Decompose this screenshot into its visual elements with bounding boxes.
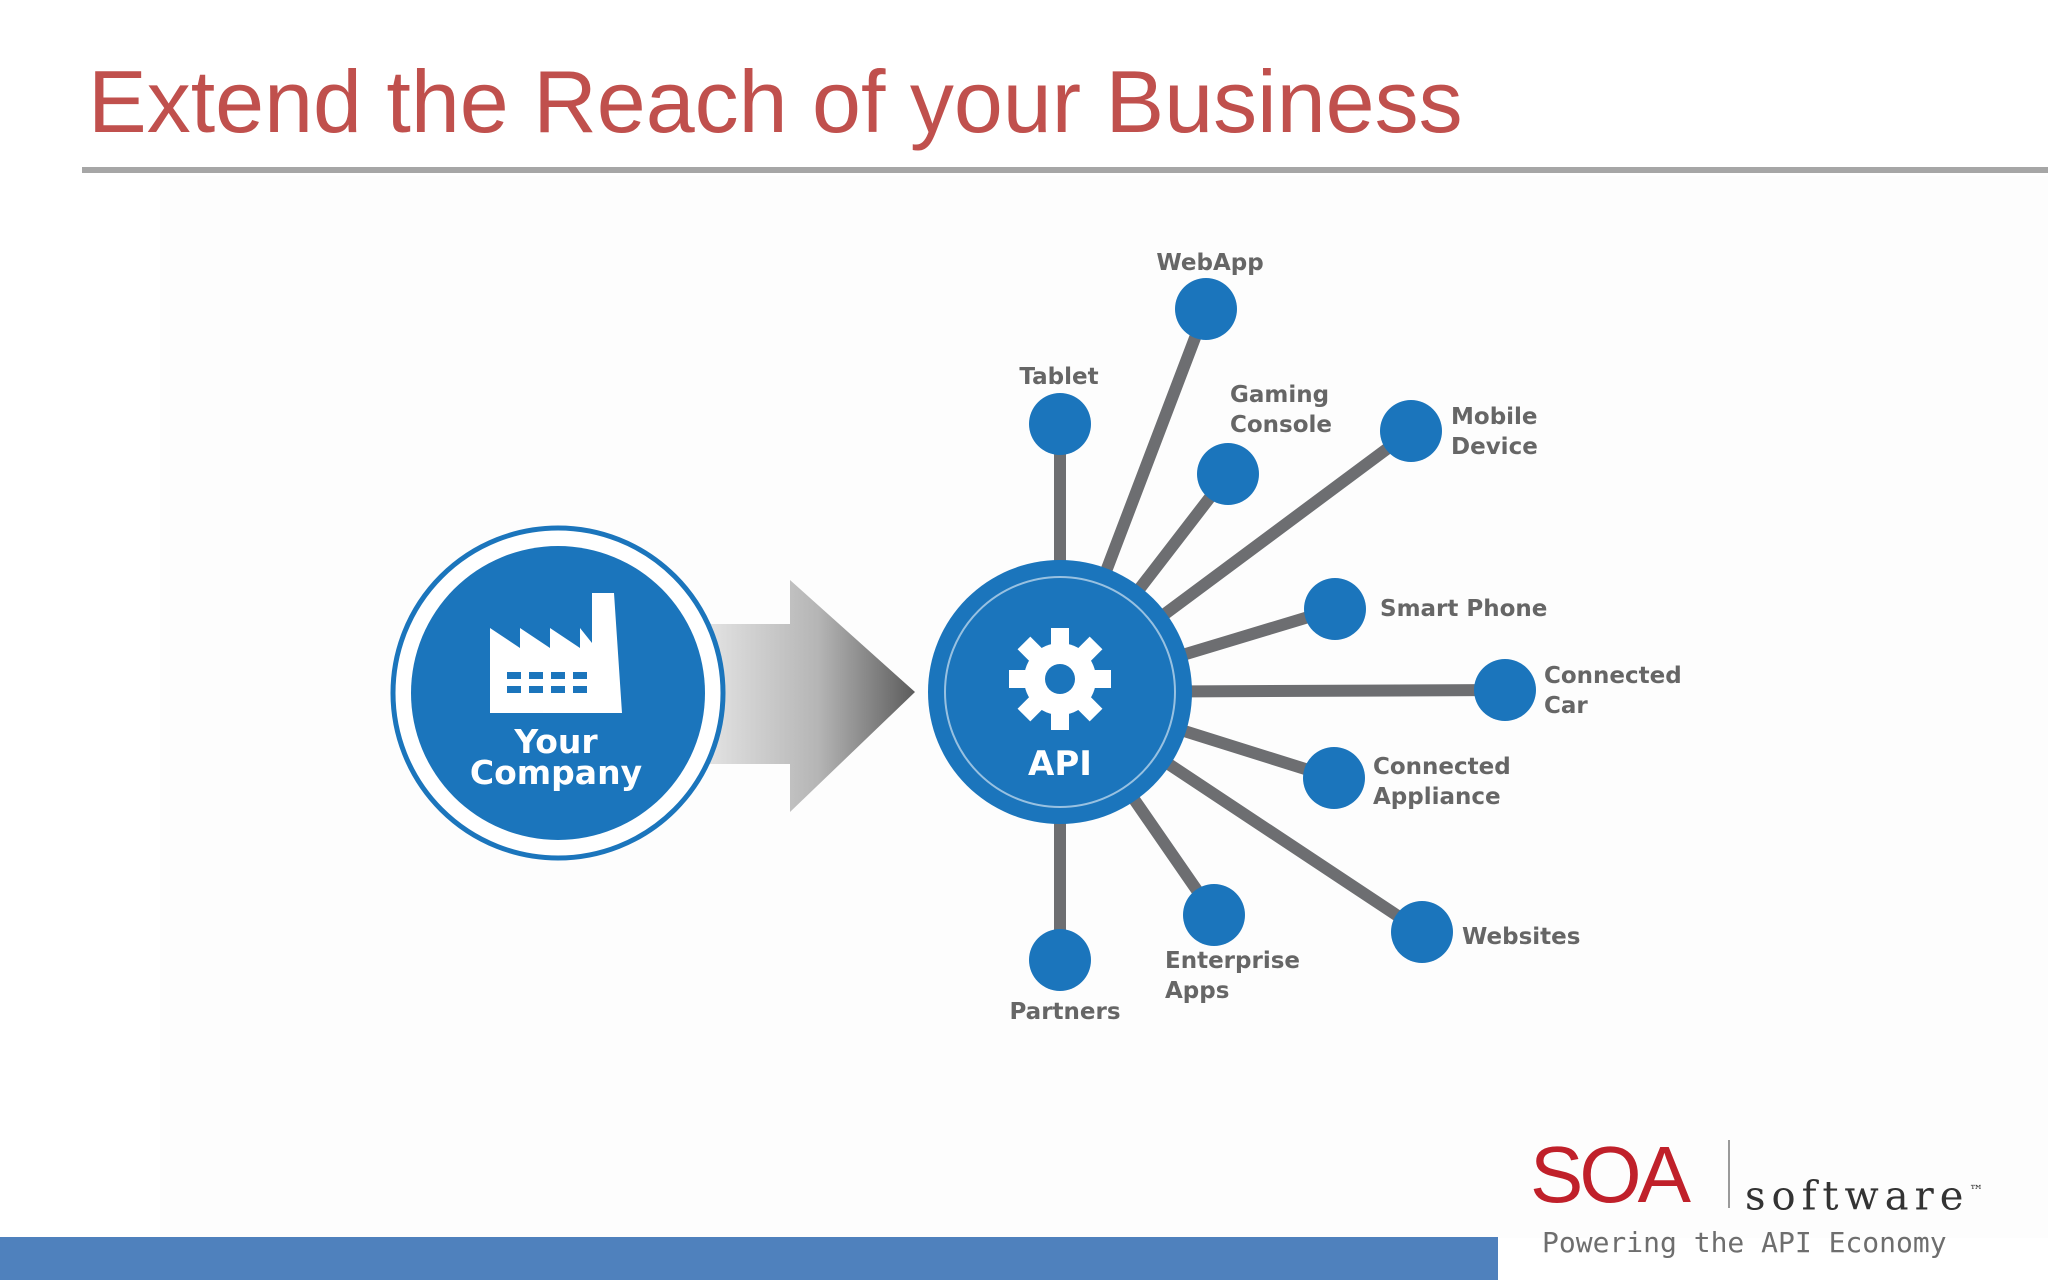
- your-company-node: Your Company: [390, 525, 726, 861]
- slide-title: Extend the Reach of your Business: [88, 52, 1463, 151]
- node-mobile-device: [1380, 400, 1442, 462]
- api-hub: API: [928, 560, 1192, 824]
- label-partners: Partners: [1009, 999, 1120, 1025]
- node-partners: [1029, 929, 1091, 991]
- node-smart-phone: [1304, 578, 1366, 640]
- logo-product-text: software: [1745, 1173, 1970, 1220]
- gear-icon: [1009, 628, 1111, 730]
- node-connected-car: [1474, 659, 1536, 721]
- label-websites: Websites: [1462, 924, 1580, 950]
- label-smart-phone: Smart Phone: [1380, 596, 1547, 622]
- label-gaming-console-line1: Gaming: [1230, 382, 1329, 408]
- arrow-right-icon: [700, 580, 915, 812]
- label-tablet: Tablet: [1019, 364, 1098, 390]
- label-enterprise-apps-line1: Enterprise: [1165, 948, 1300, 974]
- your-company-label-line1: Your: [513, 722, 598, 761]
- footer-bar: [0, 1237, 1498, 1280]
- logo-product: software™: [1745, 1166, 1983, 1221]
- logo-divider: [1728, 1140, 1730, 1208]
- label-connected-appliance-line1: Connected: [1373, 754, 1511, 780]
- label-mobile-device-line2: Device: [1451, 434, 1538, 460]
- label-connected-car-line1: Connected: [1544, 663, 1682, 689]
- label-connected-appliance-line2: Appliance: [1373, 784, 1501, 810]
- soa-software-logo: SOA software™ Powering the API Economy: [1530, 1130, 2020, 1270]
- factory-icon: [490, 593, 622, 713]
- node-labels: WebApp Tablet Gaming Console Mobile Devi…: [1009, 250, 1681, 1025]
- label-connected-car-line2: Car: [1544, 693, 1588, 719]
- node-connected-appliance: [1303, 747, 1365, 809]
- label-mobile-device-line1: Mobile: [1451, 404, 1538, 430]
- title-divider: [82, 167, 2048, 173]
- label-gaming-console-line2: Console: [1230, 412, 1332, 438]
- logo-brand: SOA: [1530, 1130, 1691, 1219]
- api-label: API: [1028, 744, 1092, 784]
- your-company-label-line2: Company: [470, 753, 642, 792]
- node-webapp: [1175, 278, 1237, 340]
- label-webapp: WebApp: [1156, 250, 1263, 276]
- label-enterprise-apps-line2: Apps: [1165, 978, 1229, 1004]
- node-gaming-console: [1197, 443, 1259, 505]
- node-websites: [1391, 901, 1453, 963]
- logo-tagline: Powering the API Economy: [1542, 1226, 1947, 1259]
- logo-trademark: ™: [1969, 1183, 1984, 1199]
- endpoint-nodes: [1029, 278, 1536, 991]
- node-enterprise-apps: [1183, 884, 1245, 946]
- node-tablet: [1029, 393, 1091, 455]
